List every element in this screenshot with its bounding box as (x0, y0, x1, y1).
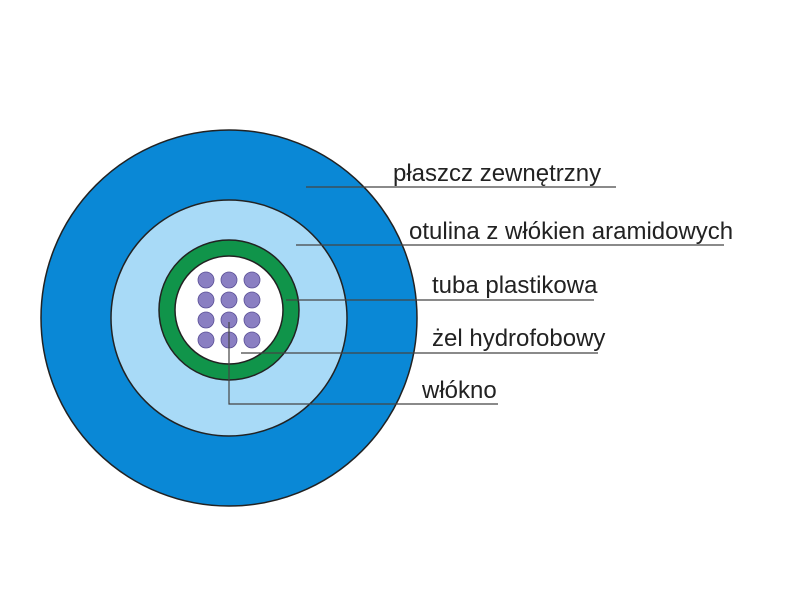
leader-line-fiber (228, 322, 498, 405)
optical-fiber-9 (243, 311, 261, 329)
label-outer-jacket: płaszcz zewnętrzny (393, 160, 601, 187)
label-aramid-layer: otulina z włókien aramidowych (409, 218, 733, 245)
optical-fiber-2 (220, 271, 238, 289)
optical-fiber-3 (243, 271, 261, 289)
leader-lines (228, 186, 724, 405)
optical-fiber-4 (197, 291, 215, 309)
label-gel: żel hydrofobowy (432, 325, 605, 352)
label-fiber: włókno (421, 377, 497, 404)
optical-fiber-1 (197, 271, 215, 289)
label-plastic-tube: tuba plastikowa (432, 272, 598, 299)
optical-fiber-10 (197, 331, 215, 349)
optical-fiber-6 (243, 291, 261, 309)
optical-fiber-5 (220, 291, 238, 309)
fiber-bundle (197, 271, 261, 349)
optical-fiber-12 (243, 331, 261, 349)
optical-fiber-7 (197, 311, 215, 329)
